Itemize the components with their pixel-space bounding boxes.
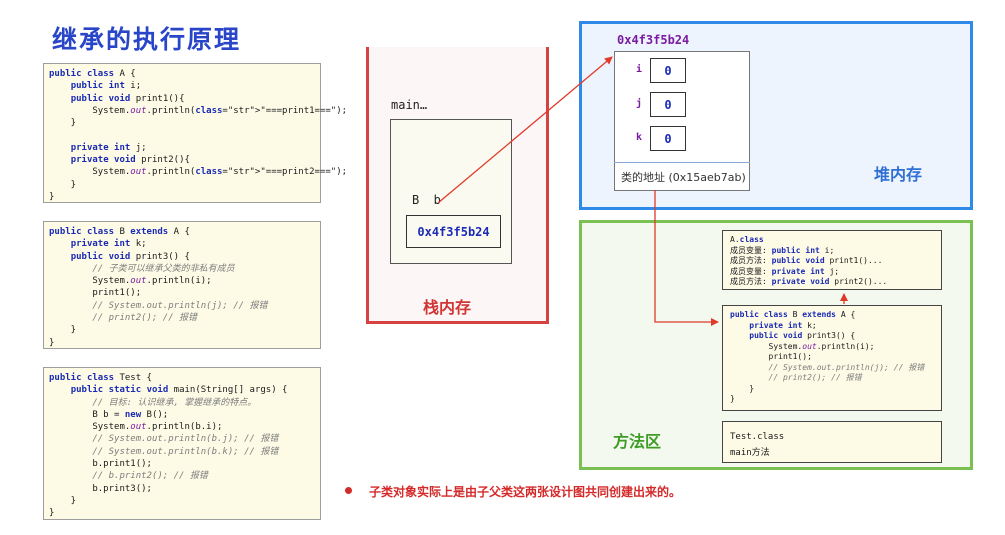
code-a-line: }: [49, 118, 77, 129]
code-a-line: System.out.println(class="str">"===print…: [49, 105, 348, 116]
method-a-line: 成员变量: public int i;: [730, 245, 835, 255]
code-test-line: // System.out.println(b.k); // 报错: [92, 446, 279, 457]
test-class-box: Test.class main方法: [722, 421, 942, 463]
field-value: 0: [650, 58, 686, 83]
class-b-box: public class B extends A { private int k…: [722, 305, 942, 411]
code-b-line: }: [49, 337, 55, 348]
method-b-line: }: [730, 394, 735, 403]
code-test-line: public static void main(String[] args) {: [70, 385, 288, 396]
code-class-b: public class B extends A { private int k…: [43, 221, 321, 349]
code-a-line: }: [49, 191, 55, 202]
method-b-line: public class B extends A {: [730, 310, 856, 319]
method-b-line: System.out.println(i);: [730, 341, 875, 351]
code-class-test: public class Test { public static void m…: [43, 367, 321, 520]
method-b-line: private int k;: [749, 320, 817, 330]
code-b-line: System.out.println(i);: [49, 276, 212, 287]
code-b-line: // 子类可以继承父类的非私有成员: [92, 263, 235, 274]
stack-reference-value: 0x4f3f5b24: [406, 215, 501, 248]
code-a-line: private void print2(){: [70, 155, 190, 166]
code-b-line: public class B extends A {: [49, 227, 190, 237]
code-b-line: print1();: [49, 288, 142, 299]
method-b-line: }: [730, 383, 755, 393]
code-test-line: // System.out.println(b.j); // 报错: [92, 434, 279, 445]
main-frame-label: main…: [391, 98, 428, 112]
code-test-line: b.print1();: [49, 459, 152, 470]
divider: [614, 162, 750, 163]
code-test-line: }: [49, 508, 55, 519]
page-title: 继承的执行原理: [52, 25, 242, 54]
test-class-label: Test.class: [730, 432, 785, 442]
field-value: 0: [650, 92, 686, 117]
code-a-line: public void print1(){: [70, 93, 185, 104]
method-b-line: // print2(); // 报错: [768, 373, 862, 382]
method-b-line: // System.out.println(j); // 报错: [768, 362, 925, 372]
code-a-line: public int i;: [70, 81, 142, 92]
code-test-line: }: [49, 495, 77, 506]
field-value: 0: [650, 126, 686, 151]
heap-memory-label: 堆内存: [874, 165, 923, 184]
code-b-line: // print2(); // 报错: [92, 313, 198, 324]
method-a-line: 成员变量: private int j;: [730, 266, 840, 276]
summary-note: 子类对象实际上是由子父类这两张设计图共同创建出来的。: [369, 485, 682, 499]
code-test-line: System.out.println(b.i);: [49, 422, 223, 433]
code-a-line: System.out.println(class="str">"===print…: [49, 167, 348, 178]
main-method-label: main方法: [730, 448, 770, 458]
field-name: j: [636, 98, 643, 109]
code-test-line: B b = new B();: [49, 409, 169, 420]
method-a-line: A.class: [730, 235, 764, 244]
field-name: i: [636, 64, 643, 75]
method-a-line: 成员方法: private void print2()...: [730, 277, 888, 286]
code-b-line: // System.out.println(j); // 报错: [92, 300, 268, 311]
code-test-line: b.print3();: [49, 483, 152, 494]
method-a-line: 成员方法: public void print1()...: [730, 256, 883, 265]
code-a-line: public class A {: [49, 69, 136, 79]
heap-object-address: 0x4f3f5b24: [617, 33, 690, 47]
code-b-line: }: [49, 325, 77, 336]
class-pointer-arrow: [654, 190, 719, 326]
code-a-line: }: [49, 179, 77, 190]
code-test-line: // 目标: 认识继承, 掌握继承的特点。: [92, 397, 257, 408]
code-class-a: public class A { public int i; public vo…: [43, 63, 348, 203]
code-test-line: public class Test {: [49, 373, 152, 383]
code-b-line: private int k;: [70, 239, 147, 250]
field-name: k: [636, 132, 643, 143]
stack-memory-label: 栈内存: [423, 298, 472, 317]
method-b-line: public void print3() {: [749, 331, 856, 340]
bullet-icon: [345, 487, 352, 494]
reference-arrow: [437, 56, 613, 204]
variable-b: B b: [412, 193, 441, 207]
code-b-line: public void print3() {: [70, 251, 190, 262]
test-class-name: Test.class: [730, 429, 941, 445]
method-area-label: 方法区: [613, 432, 662, 451]
code-test-line: // b.print2(); // 报错: [92, 471, 208, 482]
method-b-line: print1();: [730, 352, 812, 361]
code-a-line: private int j;: [70, 142, 147, 153]
class-address: 类的地址 (0x15aeb7ab): [621, 171, 746, 184]
